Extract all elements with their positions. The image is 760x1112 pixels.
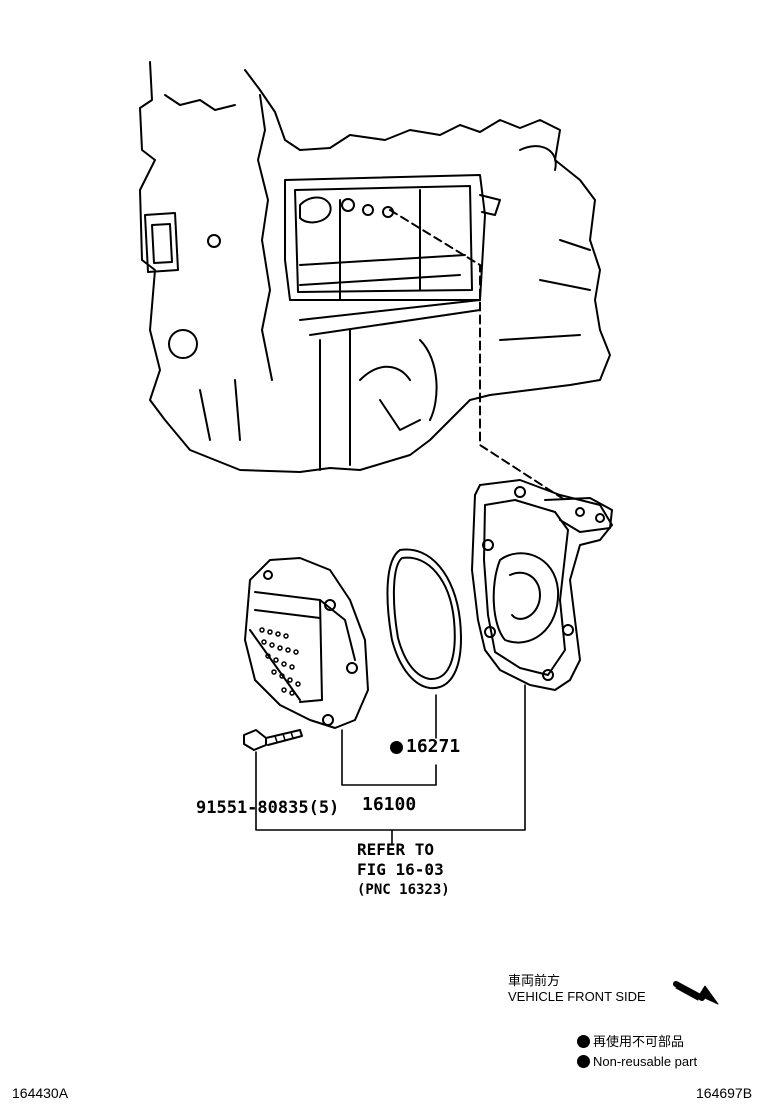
vacuum-pump-drawing	[244, 557, 369, 729]
pump-assy-part-label: 16100	[362, 794, 417, 815]
reference-line-3: (PNC 16323)	[357, 882, 450, 898]
diagram-code-right: 164697B	[696, 1085, 753, 1101]
front-direction-jp: 車両前方	[508, 973, 561, 988]
pump-body-drawing	[471, 479, 613, 691]
gasket-part-label: 16271	[390, 738, 460, 756]
alignment-dashed-line	[389, 209, 566, 501]
engine-block-drawing	[139, 61, 611, 473]
legend-dot-icon	[577, 1055, 590, 1068]
legend-jp: 再使用不可部品	[577, 1035, 684, 1048]
diagram-code-left: 164430A	[12, 1085, 69, 1101]
legend-en: Non-reusable part	[577, 1055, 697, 1068]
front-direction-en: VEHICLE FRONT SIDE	[508, 989, 646, 1004]
reference-line-2: FIG 16-03	[357, 860, 444, 879]
leader-lines	[255, 684, 526, 846]
bolt-drawing	[243, 729, 303, 751]
vent-pattern	[259, 627, 301, 696]
bolt-part-label: 91551-80835(5)	[196, 798, 340, 818]
reference-line-1: REFER TO	[357, 840, 435, 859]
gasket-drawing	[386, 548, 462, 690]
non-reusable-dot-icon	[390, 741, 403, 754]
legend-dot-icon	[577, 1035, 590, 1048]
